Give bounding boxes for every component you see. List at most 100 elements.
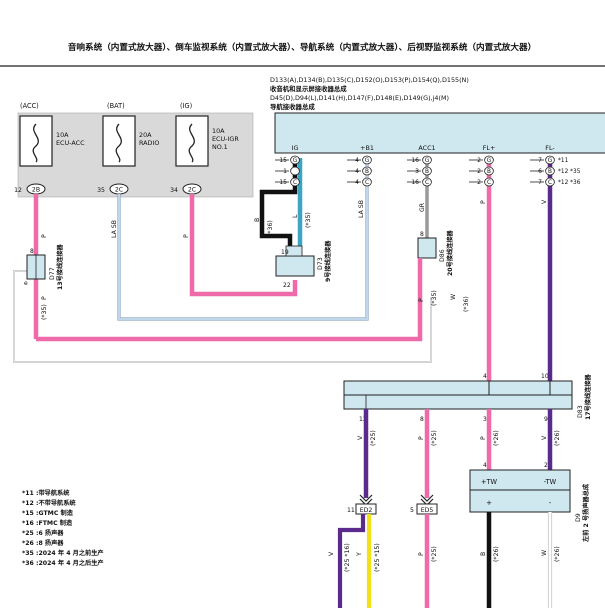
- terminal-connector-letter: B: [425, 169, 429, 175]
- fuse-acc: (ACC) 10A ECU-ACC: [19, 102, 85, 167]
- d77-name: D77: [49, 267, 56, 280]
- header-line-3: D45(D),D94(L),D141(H),D147(F),D148(E),D1…: [270, 94, 449, 102]
- speaker-desc: 左前 2 号扬声器总成: [582, 483, 590, 543]
- fuse-pin-acc: 12 2B: [14, 183, 46, 195]
- wire-label: P: [183, 234, 190, 238]
- terminal-connector-letter: G: [548, 158, 553, 164]
- terminal-oval: [422, 177, 432, 187]
- legend-item: *12 :不带导航系统: [22, 499, 76, 507]
- terminal-connector-letter: C: [425, 180, 429, 186]
- wire-label: V: [541, 199, 548, 204]
- terminal-connector-letter: C: [365, 180, 369, 186]
- terminal-note: *12 *36: [558, 180, 581, 186]
- head-unit-box: [274, 112, 605, 154]
- wire-bat-lasb: [117, 158, 369, 321]
- d73-pin-bottom: 22: [283, 282, 291, 289]
- d83-name: D83: [577, 405, 584, 418]
- terminal-oval: [545, 166, 555, 176]
- connector-chevron-icon: [359, 494, 373, 502]
- d83-pin-top: 4: [483, 373, 487, 380]
- speaker-pin-neg: 2: [544, 462, 548, 469]
- terminal-pin-number: 6: [538, 168, 542, 175]
- terminal-pin-number: 2: [477, 168, 481, 175]
- d86-desc: 20号接线连接器: [446, 229, 454, 276]
- header-line-4: 导航接收器总成: [270, 102, 315, 111]
- wire-label: (*35): [41, 304, 48, 320]
- d73-desc: 9号接线连接器: [324, 240, 332, 282]
- terminal-oval: [362, 155, 372, 165]
- terminal-pin-number: 7: [538, 157, 542, 164]
- terminal-connector-letter: G: [365, 158, 370, 164]
- terminal-connector-letter: G: [293, 158, 298, 164]
- pin-number: 34: [170, 187, 178, 194]
- header-line-1: D133(A),D134(B),D135(C),D152(O),D153(P),…: [270, 76, 469, 84]
- speaker-pin-pos: 4: [483, 462, 487, 469]
- terminal-pin-number: 16: [411, 179, 419, 186]
- terminal-oval: [484, 177, 494, 187]
- terminal-oval: [290, 177, 300, 187]
- fuse-rating: 10A: [212, 127, 225, 135]
- wire-label: W: [541, 550, 548, 556]
- terminal-connector-letter: B: [548, 169, 552, 175]
- d86-name: D86: [439, 249, 446, 262]
- d83-pin-bottom: 9: [544, 416, 548, 423]
- terminal-pin-number: 4: [355, 168, 359, 175]
- wire-label: (*26): [493, 546, 500, 562]
- wire-label: (*35): [431, 290, 438, 306]
- fuse-name: ECU-ACC: [56, 139, 85, 147]
- wire-label: Y: [356, 552, 363, 557]
- wire-label: B: [254, 218, 261, 222]
- connector-chevron-icon: [420, 494, 434, 502]
- connector-code: ED2: [360, 507, 373, 514]
- wire-label: P: [418, 436, 425, 440]
- legend-item: *11 :带导航系统: [22, 489, 70, 497]
- wire-label: (*25): [431, 546, 438, 562]
- terminal-pin-number: 4: [355, 179, 359, 186]
- wire-label: (*26): [554, 430, 561, 446]
- fuse-symbol-icon: [188, 123, 195, 163]
- legend-item: *16 :FTMC 制造: [22, 519, 73, 527]
- wire-label: (*26): [493, 430, 500, 446]
- terminal-pin-number: 2: [477, 157, 481, 164]
- wire-label: (*25 *16): [344, 543, 351, 572]
- pin-connector: 2B: [32, 187, 40, 194]
- fuse-tag: (BAT): [107, 102, 125, 110]
- wire-label: P: [480, 436, 487, 440]
- pin-number: 12: [14, 187, 22, 194]
- wire-label: L: [292, 214, 299, 218]
- terminal-label-fl-minus: FL-: [545, 144, 554, 152]
- pin-connector: 2C: [188, 187, 196, 194]
- wire-label: P: [418, 298, 425, 302]
- fuse-name-2: NO.1: [212, 143, 228, 151]
- legend-item: *36 :2024 年 4 月之后生产: [22, 559, 104, 567]
- speaker-name: D9: [575, 513, 582, 522]
- legend: *11 :带导航系统 *12 :不带导航系统 *15 :GTMC 制造 *16 …: [22, 489, 104, 567]
- wire-label: P: [41, 234, 48, 238]
- d86-pin: 8: [420, 231, 424, 238]
- speaker-d9: [469, 469, 571, 513]
- d83-pin-top: 10: [541, 373, 549, 380]
- connector-pin: 5: [410, 507, 414, 514]
- d73-pin-top: 19: [281, 249, 289, 256]
- wire-label: LA SB: [111, 220, 118, 238]
- d73-name: D73: [317, 257, 324, 270]
- terminal-pin-number: 2: [477, 179, 481, 186]
- terminal-label-acc1: ACC1: [418, 144, 435, 152]
- wire-label: P: [418, 552, 425, 556]
- fuse-tag: (IG): [180, 102, 192, 110]
- terminal-oval: [290, 166, 300, 176]
- terminal-oval: [484, 166, 494, 176]
- fuse-rating: 10A: [56, 131, 69, 139]
- terminal-pin-number: 16: [411, 157, 419, 164]
- terminal-note: *12 *35: [558, 169, 581, 175]
- terminal-oval: [422, 166, 432, 176]
- wire-label: P: [480, 200, 487, 204]
- fuse-pin-bat: 35 2C: [97, 183, 129, 195]
- wire-label: (*36): [267, 220, 274, 236]
- connector-code: ED5: [421, 507, 434, 514]
- speaker-plus-sign: +: [486, 499, 492, 507]
- junction-d86: [417, 237, 437, 259]
- fuse-name: RADIO: [139, 139, 159, 147]
